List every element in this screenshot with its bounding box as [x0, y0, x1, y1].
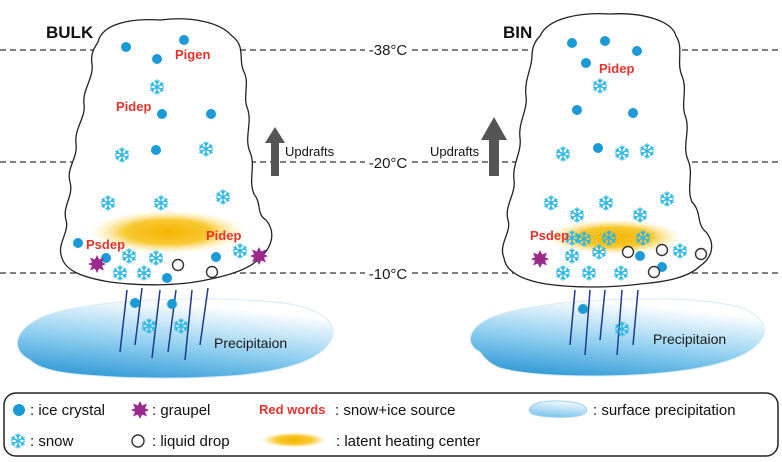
bulk-panel: BULK Precipitaion [16, 18, 335, 379]
temp-label-38: -38°C [369, 42, 408, 59]
temp-label-10: -10°C [369, 266, 408, 283]
legend-liquid-drop: : liquid drop [152, 433, 230, 450]
bulk-rain-streaks [119, 287, 209, 361]
bin-cloud [501, 12, 713, 288]
legend-surface-precip: : surface precipitation [593, 402, 736, 419]
bulk-red-label-pidep: Pidep [206, 228, 241, 243]
bin-red-label-psdep: Psdep [530, 228, 569, 243]
legend-ice-crystal-icon [13, 404, 25, 416]
legend: : ice crystal : graupel Red words : snow… [3, 392, 779, 457]
legend-ice-crystal: : ice crystal [30, 402, 105, 419]
bulk-updrafts-label: Updrafts [285, 144, 335, 159]
bin-updraft-arrow [481, 117, 507, 176]
legend-latent-heating: : latent heating center [336, 433, 480, 450]
bulk-surface-precipitation [16, 298, 334, 379]
bulk-title: BULK [46, 23, 94, 42]
bin-panel: BIN Precipitaion [430, 12, 765, 377]
legend-snow: : snow [30, 433, 74, 450]
legend-red-words-key: Red words [259, 402, 325, 417]
bulk-ice-crystals [73, 35, 221, 309]
legend-latent-heating-icon [260, 432, 328, 448]
bin-liquid-drops [621, 243, 708, 279]
bin-title: BIN [503, 23, 532, 42]
bin-rain-streaks [569, 289, 639, 356]
bin-red-label-pidep: Pidep [599, 61, 634, 76]
bulk-red-label-psdep: Psdep [86, 237, 125, 252]
bin-surface-precipitation [469, 298, 765, 377]
bin-updrafts-label: Updrafts [430, 144, 480, 159]
bulk-liquid-drops [171, 258, 219, 279]
bulk-red-label-pidep: Pidep [116, 99, 151, 114]
legend-graupel: : graupel [152, 402, 210, 419]
bulk-updraft-arrow [265, 127, 285, 176]
bulk-latent-heating-center [90, 210, 246, 254]
legend-surface-precip-icon [528, 400, 587, 418]
bin-ice-crystals [567, 36, 667, 314]
temp-label-20: -20°C [369, 155, 408, 172]
bin-precip-label: Precipitaion [653, 331, 726, 347]
legend-red-words-desc: : snow+ice source [335, 402, 455, 419]
bulk-red-label-pigen: Pigen [175, 47, 210, 62]
bulk-precip-label: Precipitaion [214, 335, 287, 351]
legend-liquid-drop-icon [131, 434, 145, 448]
